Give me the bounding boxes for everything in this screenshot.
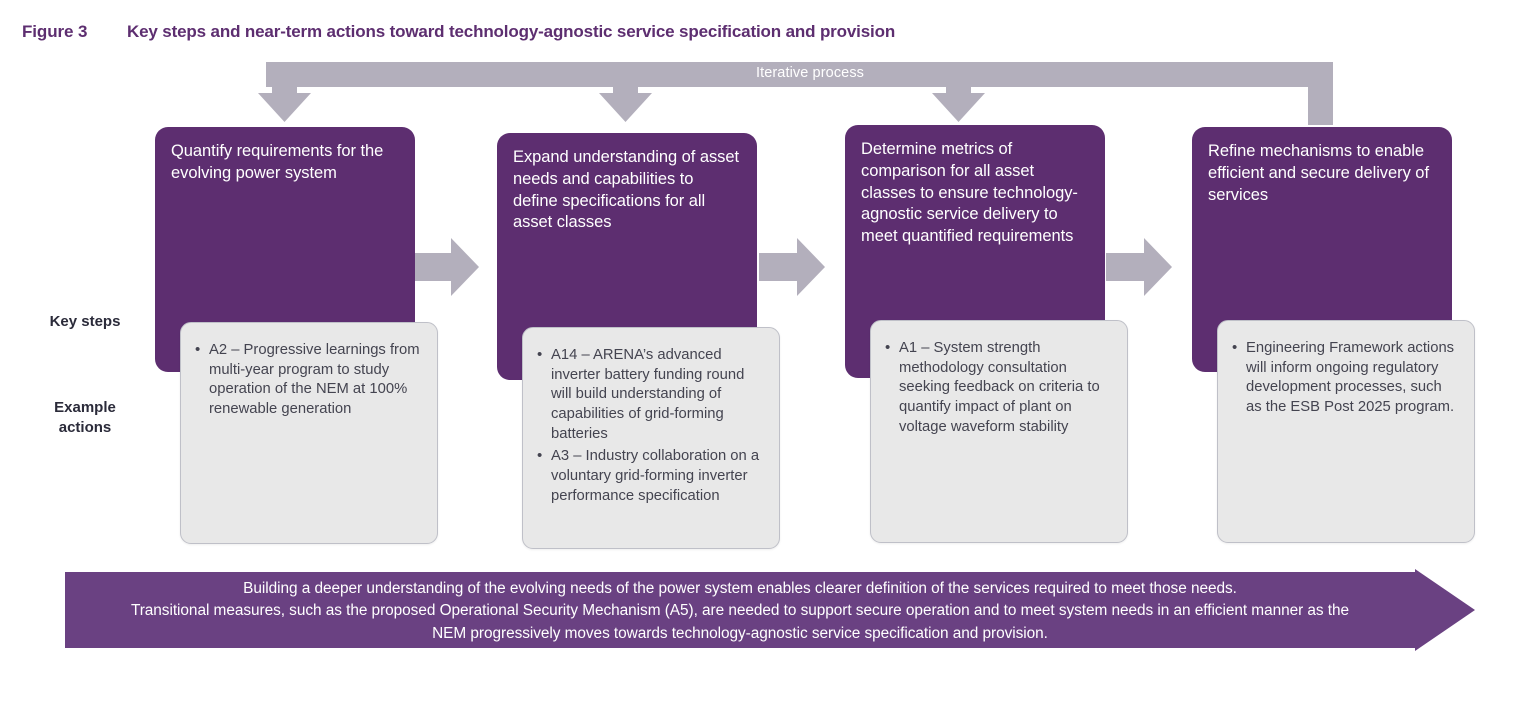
summary-banner-line-3: NEM progressively moves towards technolo…: [432, 624, 1048, 642]
example-actions-box-4: Engineering Framework actions will infor…: [1217, 320, 1475, 543]
list-item: Engineering Framework actions will infor…: [1232, 338, 1460, 418]
example-actions-list-3: A1 – System strength methodology consult…: [879, 338, 1113, 437]
summary-banner-text: Building a deeper understanding of the e…: [95, 578, 1385, 645]
example-actions-list-4: Engineering Framework actions will infor…: [1226, 338, 1460, 418]
figure-label: Figure 3: [22, 22, 88, 41]
right-arrow-icon: [413, 238, 479, 296]
process-column-4: Refine mechanisms to enable efficient an…: [1192, 0, 1475, 560]
summary-banner-line-2: Transitional measures, such as the propo…: [130, 602, 1350, 620]
summary-banner-line-1: Building a deeper understanding of the e…: [243, 580, 1237, 597]
example-actions-list-1: A2 – Progressive learnings from multi-ye…: [189, 340, 423, 420]
process-column-3: Determine metrics of comparison for all …: [845, 0, 1128, 560]
iterative-bar-horizontal: [266, 62, 1333, 87]
example-actions-box-3: A1 – System strength methodology consult…: [870, 320, 1128, 543]
row-label-example-actions-line2: actions: [58, 419, 112, 437]
row-label-example-actions-line1: Example: [54, 399, 116, 416]
process-column-1: Quantify requirements for the evolving p…: [155, 0, 438, 560]
list-item: A14 – ARENA’s advanced inverter battery …: [537, 345, 765, 444]
flow-arrow-2-to-3: [757, 236, 827, 298]
example-actions-list-2: A14 – ARENA’s advanced inverter battery …: [531, 345, 765, 506]
right-arrow-icon: [759, 238, 825, 296]
flow-arrow-3-to-4: [1104, 236, 1174, 298]
row-label-example-actions: Example actions: [20, 398, 150, 439]
summary-banner-arrow-shape: [65, 569, 1475, 651]
row-label-key-steps: Key steps: [49, 313, 121, 330]
process-column-2: Expand understanding of asset needs and …: [497, 0, 780, 560]
example-actions-box-2: A14 – ARENA’s advanced inverter battery …: [522, 327, 780, 549]
example-actions-box-1: A2 – Progressive learnings from multi-ye…: [180, 322, 438, 544]
figure-header: Figure 3 Key steps and near-term actions…: [22, 22, 895, 42]
summary-banner: Building a deeper understanding of the e…: [65, 569, 1475, 651]
list-item: A2 – Progressive learnings from multi-ye…: [195, 340, 423, 420]
list-item: A3 – Industry collaboration on a volunta…: [537, 446, 765, 506]
list-item: A1 – System strength methodology consult…: [885, 338, 1113, 437]
right-arrow-icon: [1106, 238, 1172, 296]
flow-arrow-1-to-2: [411, 236, 481, 298]
page-title: Key steps and near-term actions toward t…: [127, 22, 896, 41]
